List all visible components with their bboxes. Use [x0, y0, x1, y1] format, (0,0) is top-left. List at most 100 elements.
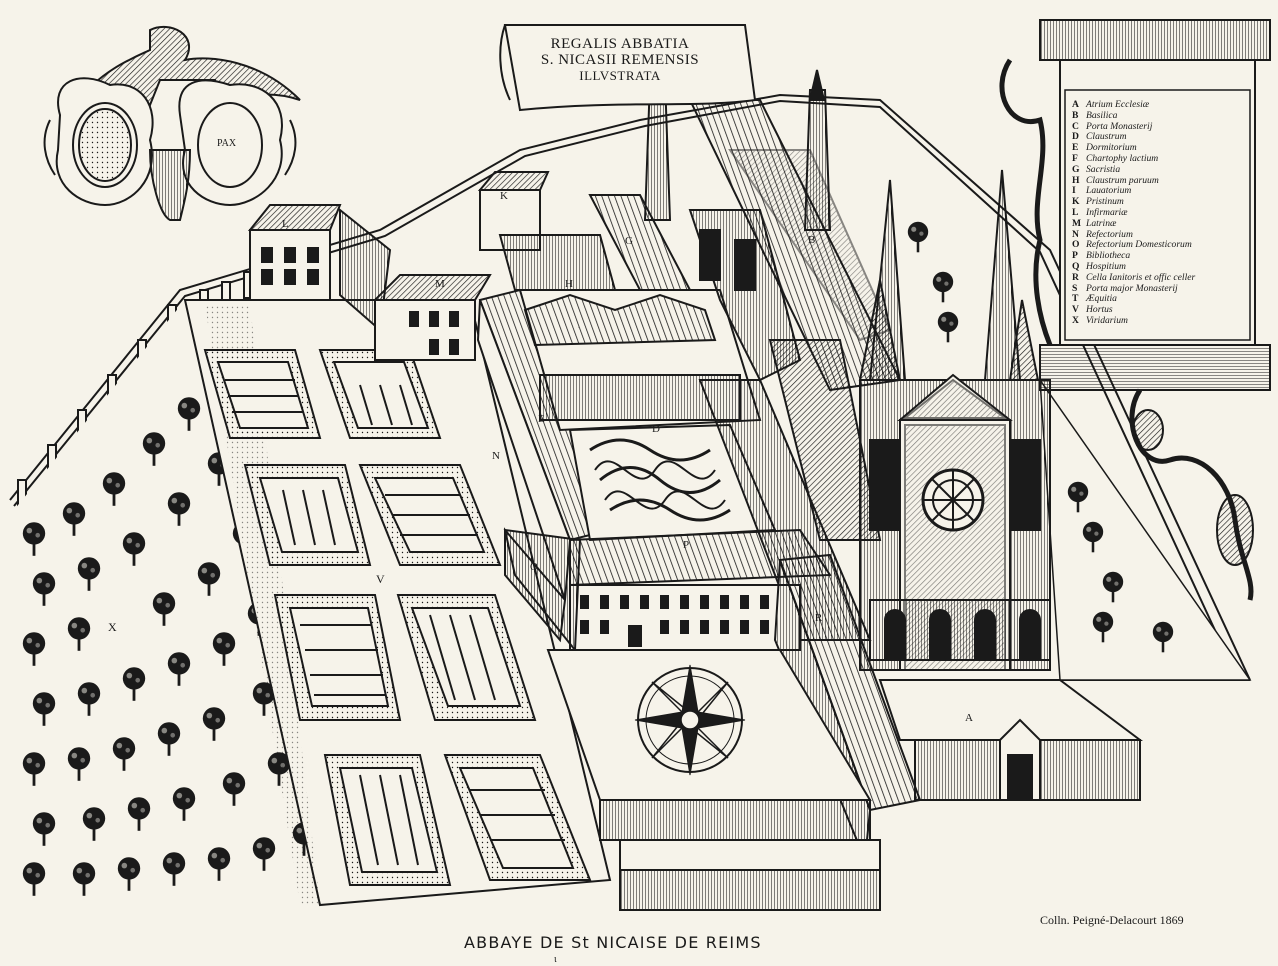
- map-letter-N: N: [492, 450, 500, 462]
- plate-title: ABBAYE DE St NICAISE DE REIMS: [464, 933, 762, 952]
- legend-row: S Porta major Monasterij: [1072, 282, 1240, 295]
- legend-key: S: [1072, 282, 1078, 294]
- legend-row: G Sacristia: [1072, 163, 1240, 176]
- legend-row: I Lauatorium: [1072, 186, 1240, 197]
- legend-row: M Latrinæ: [1072, 217, 1240, 230]
- coat-of-arms: [43, 25, 301, 221]
- hospitium: [503, 528, 832, 653]
- map-letter-A: A: [965, 712, 973, 724]
- stray-mark: ι: [554, 954, 557, 965]
- legend-row: Q Hospitium: [1072, 260, 1240, 273]
- legend-label: Porta major Monasterij: [1086, 282, 1178, 294]
- legend-key: G: [1072, 163, 1080, 175]
- legend-key: O: [1072, 239, 1080, 251]
- legend-key: L: [1072, 206, 1079, 218]
- legend-key: H: [1072, 174, 1080, 186]
- legend-key: T: [1072, 293, 1079, 305]
- legend-label: Claustrum paruum: [1086, 174, 1159, 186]
- collection-credit: Colln. Peigné-Delacourt 1869: [1040, 913, 1184, 927]
- map-letter-H: H: [565, 278, 573, 290]
- shield-motto: PAX: [217, 138, 237, 149]
- legend-key: M: [1072, 217, 1082, 229]
- title-banner: [499, 24, 757, 112]
- legend-row: F Chartophy lactium: [1072, 152, 1240, 165]
- legend-row: N Refectorium: [1072, 228, 1240, 241]
- legend-label: Porta Monasterij: [1086, 120, 1153, 132]
- legend-row: D Claustrum: [1072, 132, 1240, 143]
- legend-row: X Viridarium: [1072, 314, 1240, 327]
- legend-key: R: [1072, 271, 1079, 283]
- legend-label: Hospitium: [1086, 260, 1126, 272]
- legend-key: Q: [1072, 260, 1080, 272]
- legend-row: C Porta Monasterij: [1072, 120, 1240, 133]
- legend-row: R Cella Ianitoris et offic celler: [1072, 271, 1240, 284]
- legend-row: L Infirmariæ: [1072, 206, 1240, 219]
- legend-row: B Basilica: [1072, 109, 1240, 122]
- cloister: [518, 289, 777, 542]
- map-letter-V: V: [376, 572, 385, 586]
- legend-label: Viridarium: [1086, 314, 1128, 326]
- legend-label: Atrium Ecclesiæ: [1086, 99, 1150, 110]
- legend-label: Basilica: [1086, 109, 1118, 121]
- legend-row: V Hortus: [1072, 304, 1240, 316]
- legend-label: Sacristia: [1086, 163, 1121, 175]
- legend-key: F: [1072, 152, 1078, 164]
- north-buildings: [247, 171, 692, 361]
- west-facade: [858, 169, 1051, 671]
- banner-line-3: ILLVSTRATA: [579, 68, 661, 83]
- legend-label: Hortus: [1086, 304, 1113, 316]
- banner-title: REGALIS ABBATIA S. NICASII REMENSIS ILLV…: [515, 36, 725, 84]
- legend-label: Refectorium Domesticorum: [1086, 239, 1192, 251]
- legend-row: H Claustrum paruum: [1072, 174, 1240, 187]
- legend-label: Bibliotheca: [1086, 250, 1131, 262]
- map-letter-L: L: [282, 218, 289, 230]
- legend-key: C: [1072, 120, 1079, 132]
- compass-rose: [634, 664, 746, 776]
- map-letter-B: B: [808, 234, 816, 246]
- legend-key: A: [1072, 99, 1079, 110]
- legend-label: Æquitia: [1086, 293, 1117, 305]
- legend-label: Refectorium: [1086, 228, 1133, 240]
- legend-label: Infirmariæ: [1086, 206, 1128, 218]
- legend-row: T Æquitia: [1072, 294, 1240, 305]
- legend-key: D: [1072, 131, 1079, 143]
- banner-line-1: REGALIS ABBATIA: [550, 36, 690, 52]
- map-letter-E: E: [538, 413, 545, 425]
- forecourt: [546, 649, 881, 911]
- map-letter-G: G: [625, 235, 633, 247]
- legend-label: Dormitorium: [1086, 142, 1137, 154]
- legend-label: Claustrum: [1086, 131, 1127, 143]
- legend-key: E: [1072, 142, 1079, 154]
- legend-cartouche: [999, 19, 1271, 601]
- legend-row: A Atrium Ecclesiæ: [1072, 99, 1240, 111]
- legend-row: P Bibliotheca: [1072, 250, 1240, 262]
- legend-key: X: [1072, 314, 1079, 326]
- legend-key: P: [1072, 250, 1078, 262]
- legend-label: Latrinæ: [1086, 217, 1117, 229]
- legend-row: O Refectorium Domesticorum: [1072, 240, 1240, 251]
- map-letter-X: X: [108, 620, 117, 634]
- legend-row: K Pristinum: [1072, 196, 1240, 208]
- garden-beds: [203, 349, 592, 886]
- map-letter-O: O: [530, 561, 538, 573]
- legend-row: E Dormitorium: [1072, 142, 1240, 154]
- legend-label: Lauatorium: [1086, 185, 1132, 197]
- banner-line-2: S. NICASII REMENSIS: [540, 52, 700, 68]
- legend-key: N: [1072, 228, 1079, 240]
- legend-key: B: [1072, 109, 1079, 121]
- legend-key: K: [1072, 196, 1080, 208]
- map-letter-P: P: [683, 539, 690, 551]
- map-letter-D: D: [652, 423, 660, 435]
- map-letter-M: M: [435, 278, 445, 290]
- legend-key: I: [1072, 185, 1076, 197]
- atrium-wall: [878, 679, 1143, 801]
- map-letter-K: K: [500, 190, 508, 202]
- legend-label: Cella Ianitoris et offic celler: [1086, 271, 1196, 283]
- kitchen-garden-hortus: [183, 299, 612, 907]
- legend-label: Pristinum: [1086, 196, 1124, 208]
- legend-label: Chartophy lactium: [1086, 152, 1159, 164]
- legend-key: V: [1072, 304, 1079, 316]
- map-letter-R: R: [815, 612, 823, 624]
